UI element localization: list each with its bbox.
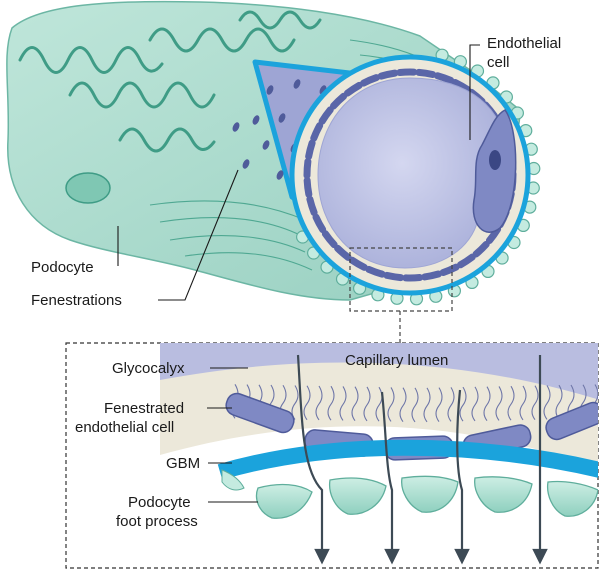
svg-text:Podocyte: Podocyte (31, 259, 94, 276)
endothelial-nucleus (489, 150, 501, 170)
svg-text:endothelial cell: endothelial cell (75, 419, 174, 436)
capillary-cross-section (292, 49, 540, 305)
podocyte-nucleus (66, 173, 110, 203)
svg-text:cell: cell (487, 54, 510, 71)
svg-text:GBM: GBM (166, 455, 200, 472)
svg-text:Podocyte: Podocyte (128, 494, 191, 511)
svg-text:foot process: foot process (116, 513, 198, 530)
capillary-lumen-label: Capillary lumen (345, 352, 448, 369)
svg-text:Fenestrations: Fenestrations (31, 292, 122, 309)
svg-text:Glycocalyx: Glycocalyx (112, 360, 185, 377)
svg-text:Fenestrated: Fenestrated (104, 400, 184, 417)
svg-text:Endothelial: Endothelial (487, 35, 561, 52)
